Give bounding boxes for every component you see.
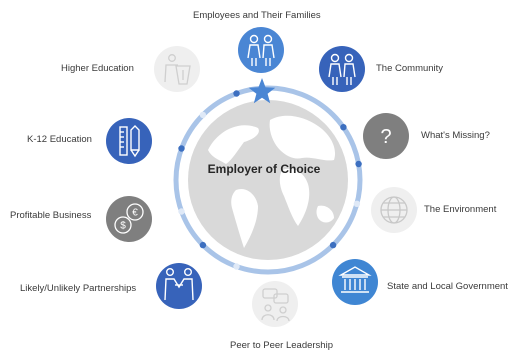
orbit-dot: [178, 145, 185, 152]
node-k12[interactable]: [106, 118, 152, 164]
node-peer[interactable]: [252, 281, 298, 327]
orbit-dot: [199, 111, 207, 119]
handshake-icon: [164, 268, 194, 301]
ruler-pencil-icon: [119, 125, 140, 158]
label-government: State and Local Government: [387, 281, 508, 292]
node-higher[interactable]: [154, 46, 200, 92]
label-employees: Employees and Their Families: [193, 10, 321, 21]
node-government[interactable]: [332, 259, 378, 305]
orbit-dot: [199, 241, 207, 249]
family-icon: [247, 34, 275, 66]
orbit-dot: [178, 208, 185, 215]
label-higher: Higher Education: [61, 63, 134, 74]
label-missing: What's Missing?: [421, 130, 490, 141]
orbit-dots: [178, 90, 362, 270]
currency-icon: [114, 203, 144, 234]
node-employees[interactable]: [238, 27, 284, 73]
question-icon: ?: [380, 126, 391, 148]
orbit-dot: [355, 160, 362, 168]
star-icon: [248, 78, 276, 104]
label-business: Profitable Business: [10, 210, 92, 221]
orbit-dot: [233, 263, 240, 270]
orbit-dot: [329, 241, 337, 249]
node-partnerships[interactable]: [156, 263, 202, 309]
euro-icon: €: [132, 208, 138, 219]
label-community: The Community: [376, 63, 444, 74]
globe-icon: [380, 196, 408, 224]
node-environment[interactable]: [371, 187, 417, 233]
label-k12: K-12 Education: [27, 134, 92, 145]
node-business[interactable]: € $: [106, 196, 152, 242]
label-peer: Peer to Peer Leadership: [230, 340, 333, 351]
node-community[interactable]: [319, 46, 365, 92]
people-icon: [328, 53, 356, 85]
center-title: Employer of Choice: [207, 162, 321, 176]
conversation-icon: [261, 288, 290, 322]
government-building-icon: [338, 266, 372, 293]
orbit-dot: [340, 124, 347, 131]
orbit-dot: [353, 200, 361, 207]
label-partnerships: Likely/Unlikely Partnerships: [20, 283, 137, 294]
lectern-icon: [164, 54, 191, 85]
dollar-icon: $: [120, 221, 126, 232]
orbit-dot: [233, 90, 240, 97]
node-missing[interactable]: ?: [363, 113, 409, 159]
label-environment: The Environment: [424, 204, 497, 215]
globe: [188, 100, 348, 260]
